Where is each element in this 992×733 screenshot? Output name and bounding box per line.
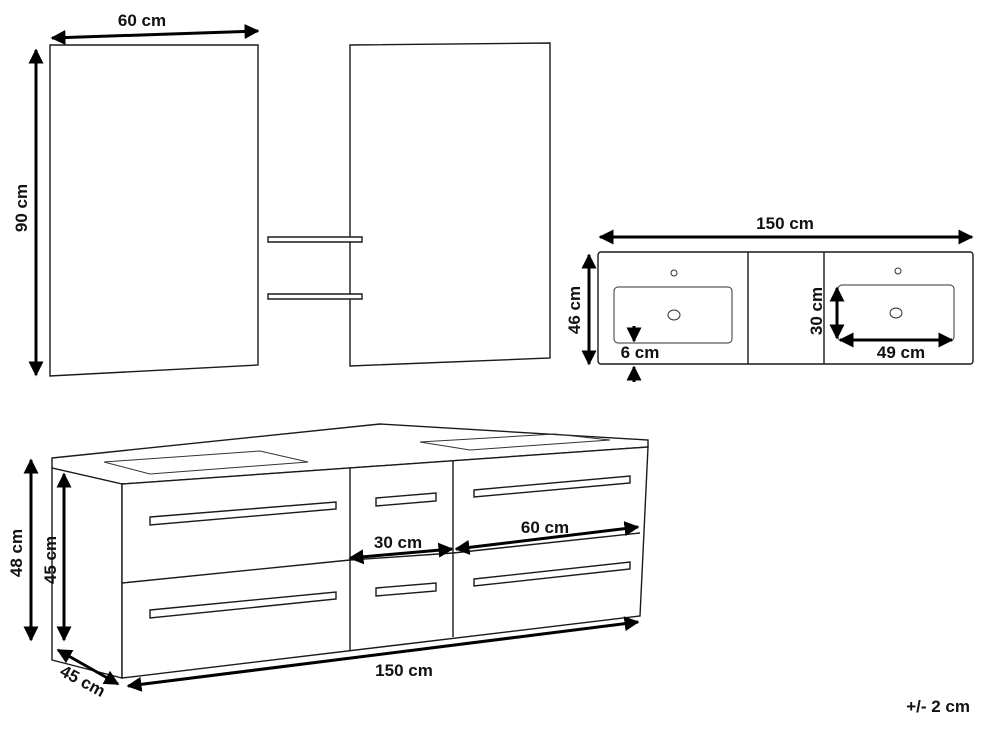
mirror-width-arrow	[50, 23, 260, 46]
drawer-handle-bottom-right	[473, 561, 631, 587]
drain-left-icon	[667, 309, 681, 321]
side-drawer-width-label: 60 cm	[521, 518, 569, 537]
side-drawer-width-arrow	[454, 521, 640, 555]
basin-left	[613, 286, 733, 344]
cabinet-width-arrow	[126, 616, 640, 692]
basin-offset-label: 6 cm	[621, 343, 660, 362]
drawer-handle-top-middle	[375, 492, 437, 507]
mirror-left	[49, 44, 259, 377]
sink-recess-right	[419, 433, 611, 451]
cabinet-front-view	[51, 423, 649, 679]
top-depth-label: 46 cm	[565, 286, 584, 334]
middle-drawer-width-label: 30 cm	[374, 533, 422, 552]
cabinet-depth-arrow	[56, 648, 120, 686]
drain-right-icon	[889, 307, 903, 319]
middle-drawer-width-arrow	[348, 542, 454, 565]
drawer-handle-bottom-left	[149, 591, 337, 619]
drawer-handle-bottom-middle	[375, 582, 437, 597]
basin-width-label: 49 cm	[877, 343, 925, 362]
basin-depth-label: 30 cm	[807, 287, 826, 335]
mirror-shelf-upper	[267, 236, 363, 243]
mirror-shelf-lower	[267, 293, 363, 300]
drawer-handle-top-right	[473, 475, 631, 498]
tap-hole-right-icon	[894, 267, 902, 275]
top-width-label: 150 cm	[756, 214, 814, 233]
cabinet-height-body-label: 45 cm	[41, 536, 60, 584]
mirror-right	[349, 42, 551, 367]
mirror-width-label: 60 cm	[118, 11, 166, 30]
cabinet-width-label: 150 cm	[375, 661, 433, 680]
drawer-handle-top-left	[149, 501, 337, 526]
cabinet-height-total-label: 48 cm	[7, 529, 26, 577]
mirror-height-label: 90 cm	[12, 184, 31, 232]
sink-recess-left	[103, 450, 309, 475]
tolerance-note: +/- 2 cm	[906, 697, 970, 716]
tap-hole-left-icon	[670, 269, 678, 277]
